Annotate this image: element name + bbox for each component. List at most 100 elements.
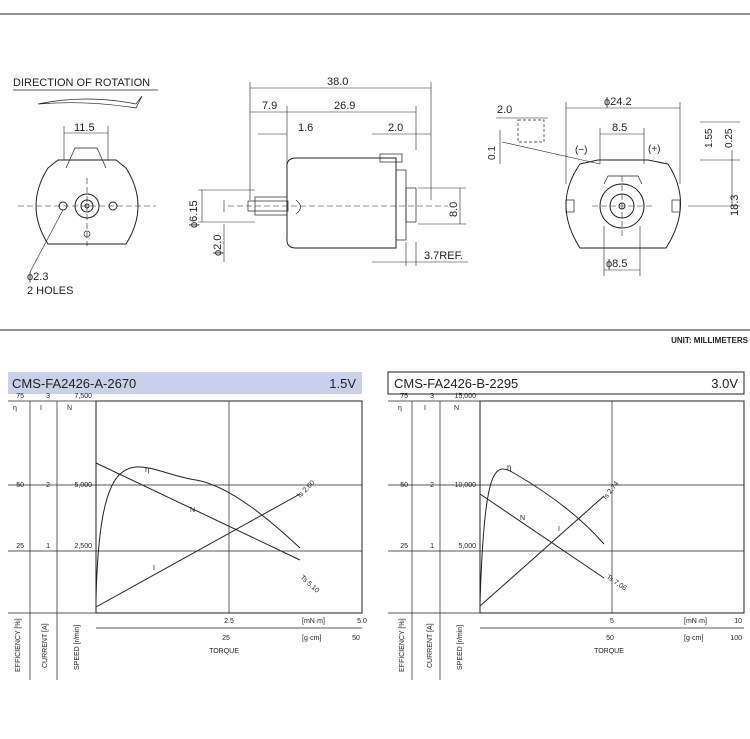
chart-a-xtick: 2.5 [224, 618, 234, 625]
chart-b-head-n: N [454, 405, 459, 412]
dim-terminal-width: 2.0 [497, 104, 512, 116]
chart-a-xtick: 50 [352, 635, 360, 642]
chart-a-axis-speed: SPEED [r/min] [74, 625, 81, 670]
chart-b-tick: 25 [400, 543, 408, 550]
chart-b-head-eta: η [398, 405, 402, 412]
dim-width: 11.5 [74, 122, 95, 134]
chart-b-xunit: [g·cm] [684, 635, 704, 642]
terminal-plus: (+) [648, 144, 661, 155]
chart-a-current-curve [95, 493, 301, 608]
chart-a-head-n: N [67, 405, 72, 412]
dim-terminal: 2.0 [388, 122, 403, 134]
rear-view: ϕ24.2 8.5 2.0 0.1 (−) (+) 1.55 0.25 18.3 [487, 96, 741, 276]
chart-b-tick: 2 [430, 482, 434, 489]
chart-a-tick: 3 [46, 393, 50, 400]
chart-b-axis-current: CURRENT [A] [427, 623, 434, 668]
dim-tab-height: 1.55 [704, 128, 715, 148]
chart-b-model: CMS-FA2426-B-2295 [394, 376, 518, 391]
terminal-detail [517, 119, 545, 143]
chart-a-voltage: 1.5V [329, 376, 356, 391]
chart-a-model: CMS-FA2426-A-2670 [12, 376, 136, 391]
dim-hub: ϕ8.5 [606, 258, 627, 270]
chart-a-speed-curve [95, 462, 301, 561]
chart-b-tick: 75 [400, 393, 408, 400]
terminal-minus: (−) [575, 145, 588, 156]
chart-a-xunit: [mN·m] [302, 618, 325, 625]
chart-a-label-is: Is 2.60 [296, 480, 316, 500]
dim-boss: 1.6 [298, 122, 313, 134]
chart-b-tick: 10,000 [455, 482, 477, 489]
mount-hole-bottom [83, 230, 91, 238]
dim-terminal-thick: 0.1 [487, 146, 498, 160]
motor-rear-body [565, 159, 681, 249]
chart-b-voltage: 3.0V [711, 376, 738, 391]
dim-rear-dia: ϕ24.2 [604, 96, 632, 108]
chart-a-tick: 2 [46, 482, 50, 489]
front-view: DIRECTION OF ROTATION 11.5 ϕ2.3 2 HOLES [13, 77, 158, 297]
chart-a-tick: 50 [16, 482, 24, 489]
dim-hub-dia: ϕ6.15 [188, 200, 200, 228]
chart-a-axis-eff: EFFICIENCY [%] [15, 618, 22, 672]
brush-cap [65, 147, 107, 169]
chart-b-xtick: 10 [734, 618, 742, 625]
chart-b-tick: 50 [400, 482, 408, 489]
chart-b-label-eta: η [507, 463, 511, 472]
direction-label: DIRECTION OF ROTATION [13, 77, 150, 89]
chart-a-tick: 1 [46, 543, 50, 550]
chart-b-head-i: I [424, 405, 426, 412]
chart-b-axis-speed: SPEED [r/min] [457, 625, 464, 670]
chart-a-head-eta: η [13, 405, 17, 412]
chart-b-xtick: 5 [610, 618, 614, 625]
chart-a-xtick: 25 [222, 635, 230, 642]
dim-end-height: 8.0 [448, 202, 460, 217]
chart-a-label-i: I [153, 565, 155, 572]
end-cap [395, 169, 407, 241]
chart-a-xlabel: TORQUE [209, 648, 239, 655]
chart-a-head-i: I [40, 405, 42, 412]
chart-b-efficiency-curve [479, 468, 605, 605]
chart-a-xtick: 5.0 [357, 618, 367, 625]
dim-ref: 3.7REF. [424, 250, 463, 262]
chart-b-xtick: 50 [606, 635, 614, 642]
dim-shaft-dia: ϕ2.0 [212, 235, 224, 256]
dim-rear-width: 8.5 [612, 122, 627, 134]
rear-hub [599, 183, 645, 229]
chart-b-label-ts: Ts 7.06 [605, 574, 628, 592]
chart-b-label-is: Is 2.74 [602, 480, 621, 501]
chart-b-header [387, 371, 745, 395]
motor-front-body [35, 159, 139, 245]
chart-a-tick: 25 [16, 543, 24, 550]
side-view: 38.0 7.9 26.9 1.6 2.0 ϕ6.15 ϕ2.0 [188, 76, 468, 266]
chart-a-tick: 75 [16, 393, 24, 400]
chart-a-label-eta: η [145, 465, 149, 474]
chart-a-axis-current: CURRENT [A] [42, 623, 49, 668]
motor-side-body [286, 157, 397, 249]
dim-body-length: 26.9 [334, 100, 355, 112]
chart-b-tick: 15,000 [455, 393, 477, 400]
chart-a-label-n: N [190, 507, 195, 514]
chart-b-tick: 5,000 [458, 543, 476, 550]
chart-b: CMS-FA2426-B-2295 3.0V η I N 75 3 15,000… [387, 371, 745, 680]
chart-a: CMS-FA2426-A-2670 1.5V η I N 75 3 7,500 … [8, 372, 367, 680]
chart-a-tick: 5,000 [74, 482, 92, 489]
chart-b-axis-eff: EFFICIENCY [%] [399, 618, 406, 672]
dim-total: 38.0 [327, 76, 348, 88]
rotation-arrow-icon [37, 95, 143, 109]
unit-label: UNIT: MILLIMETERS [671, 336, 749, 345]
dim-tab-offset: 0.25 [724, 128, 735, 148]
chart-a-xunit: [g·cm] [302, 635, 322, 642]
chart-a-header [8, 372, 362, 394]
chart-b-xlabel: TORQUE [594, 648, 624, 655]
chart-b-label-i: I [558, 526, 560, 533]
front-hub [74, 193, 100, 219]
chart-a-tick: 7,500 [74, 393, 92, 400]
chart-a-efficiency-curve [95, 466, 301, 601]
chart-b-tick: 3 [430, 393, 434, 400]
shaft-icon [84, 203, 90, 209]
chart-b-current-curve [479, 495, 605, 607]
terminal-tab [379, 153, 403, 163]
hole-count: 2 HOLES [27, 285, 73, 297]
dim-center-height: 18.3 [729, 195, 741, 216]
hole-leader [29, 209, 64, 273]
